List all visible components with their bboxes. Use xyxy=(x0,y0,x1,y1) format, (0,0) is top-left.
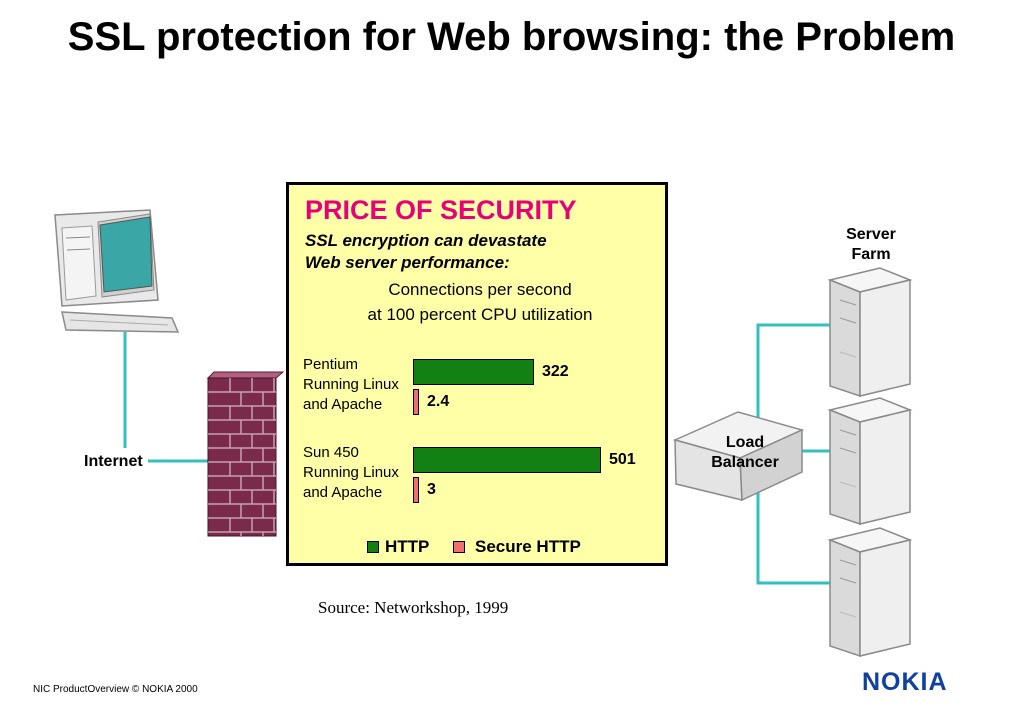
bar-secure-sun xyxy=(413,477,419,503)
footer-text: NIC ProductOverview © NOKIA 2000 xyxy=(33,684,198,695)
load-balancer-icon xyxy=(672,411,805,502)
category-label-sun: Sun 450 Running Linux and Apache xyxy=(303,443,399,503)
panel-title: PRICE OF SECURITY xyxy=(305,195,577,225)
panel-subtitle-line1: SSL encryption can devastate xyxy=(305,231,547,250)
value-label-secure-pentium: 2.4 xyxy=(427,393,450,410)
legend-label-http: HTTP xyxy=(385,537,430,556)
server-link-top xyxy=(756,323,830,451)
page-title: SSL protection for Web browsing: the Pro… xyxy=(67,15,956,59)
price-of-security-panel: PRICE OF SECURITY SSL encryption can dev… xyxy=(286,182,668,566)
chart-caption-line1: Connections per second xyxy=(388,280,572,299)
server-icon xyxy=(827,397,913,526)
server-farm-label: Server Farm xyxy=(846,226,896,263)
category-label-line: Pentium xyxy=(303,356,359,373)
category-label-line: Running Linux xyxy=(303,376,399,393)
category-label-line: and Apache xyxy=(303,396,383,413)
panel-subtitle-line2: Web server performance: xyxy=(305,253,510,272)
internet-label: Internet xyxy=(84,453,143,470)
bar-http-sun xyxy=(413,447,601,473)
category-label-line: Running Linux xyxy=(303,464,399,481)
bar-http-pentium xyxy=(413,359,534,385)
value-label-http-pentium: 322 xyxy=(542,363,569,380)
server-icon xyxy=(827,267,913,398)
category-label-pentium: Pentium Running Linux and Apache xyxy=(303,355,399,415)
bar-secure-pentium xyxy=(413,389,419,415)
load-balancer-label: Load Balancer xyxy=(711,434,779,471)
server-link-bottom xyxy=(756,470,830,585)
brick-wall-icon xyxy=(206,371,285,537)
value-label-http-sun: 501 xyxy=(609,451,636,468)
server-icon xyxy=(827,527,913,658)
legend-swatch-http xyxy=(367,541,379,553)
nokia-logo: NOKIA xyxy=(862,668,948,696)
computer-icon xyxy=(54,209,180,333)
category-label-line: Sun 450 xyxy=(303,444,359,461)
category-label-line: and Apache xyxy=(303,484,383,501)
source-citation: Source: Networkshop, 1999 xyxy=(318,598,509,617)
chart-caption-line2: at 100 percent CPU utilization xyxy=(367,305,593,324)
legend-swatch-secure-http xyxy=(453,541,465,553)
value-label-secure-sun: 3 xyxy=(427,481,436,498)
legend-label-secure-http: Secure HTTP xyxy=(475,537,581,556)
